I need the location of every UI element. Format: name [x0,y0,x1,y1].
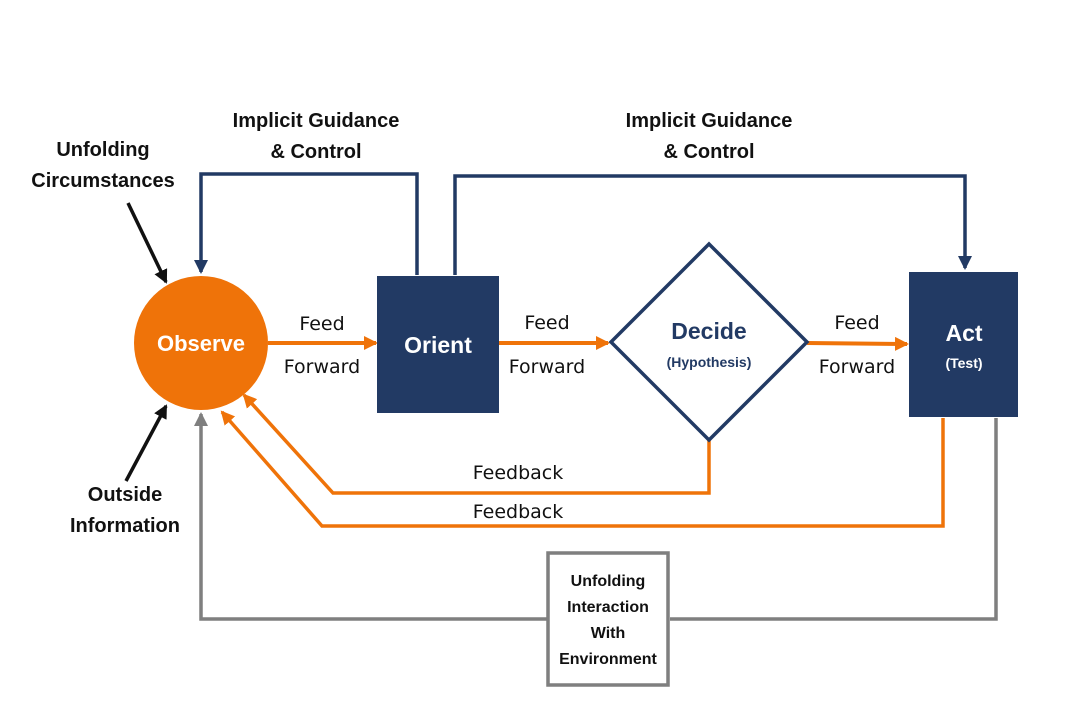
ff1-label-line-2: Forward [284,356,360,378]
environment-loop-line [670,418,998,621]
act-label: Act [945,320,982,346]
outside-information-label-line-2: Information [70,515,180,537]
guidance-loop-orient-to-act [453,174,972,275]
ff2-label-line-1: Feed [524,312,569,334]
feedback-act-to-observe [220,410,945,528]
observe-label: Observe [157,331,245,356]
ff1-label-line-1: Feed [299,313,344,335]
guidance-left-label-line-1: Implicit Guidance [233,110,400,132]
unfolding-circumstances-label-line-2: Circumstances [31,170,174,192]
guidance-loop-orient-to-observe [194,172,419,275]
feedback-decide-to-observe [242,393,711,495]
decide-sublabel: (Hypothesis) [667,354,752,370]
environment-label-line-2: Interaction [567,599,649,616]
ff2-label-line-2: Forward [509,356,585,378]
orient-label: Orient [404,332,472,358]
unfolding-circumstances-label-line-1: Unfolding [56,139,149,161]
feedback-decide-label: Feedback [473,462,563,484]
feed-forward-decide-act [806,336,909,351]
environment-label-line-3: With [591,625,626,642]
environment-label-line-4: Environment [559,651,657,668]
environment-label-line-1: Unfolding [571,573,646,590]
act-node[interactable]: Act (Test) [909,272,1018,417]
unfolding-circumstances-arrow [126,202,168,284]
feedback-act-label: Feedback [473,501,563,523]
guidance-right-label-line-2: & Control [663,141,754,163]
ff3-label-line-2: Forward [819,356,895,378]
decide-node[interactable]: Decide (Hypothesis) [608,241,810,443]
orient-node[interactable]: Orient [377,276,499,413]
outside-information-arrow [124,404,168,482]
environment-node[interactable]: Unfolding Interaction With Environment [546,551,670,687]
act-sublabel: (Test) [945,355,982,371]
guidance-right-label-line-1: Implicit Guidance [626,110,793,132]
ff3-label-line-1: Feed [834,312,879,334]
guidance-left-label-line-2: & Control [270,141,361,163]
decide-label: Decide [671,318,746,344]
outside-information-label-line-1: Outside [88,484,162,506]
environment-to-observe-arrow [194,412,548,621]
observe-node[interactable]: Observe [134,276,268,410]
